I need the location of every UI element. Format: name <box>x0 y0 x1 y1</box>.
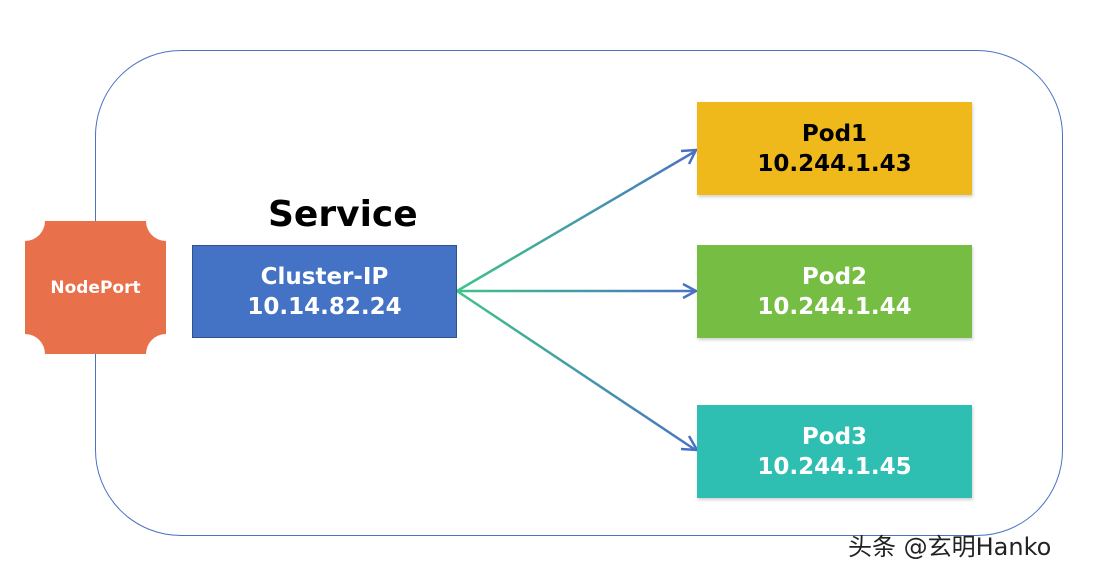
nodeport-shape <box>25 221 166 354</box>
pod2-name: Pod2 <box>801 263 868 290</box>
nodeport-label: NodePort <box>50 277 141 298</box>
pod1-ip: 10.244.1.43 <box>757 150 912 177</box>
service-type-label: Cluster-IP <box>260 263 389 290</box>
pod2-ip: 10.244.1.44 <box>757 293 912 320</box>
pod3-box: Pod3 10.244.1.45 <box>697 405 972 498</box>
service-cluster-ip-box: Cluster-IP 10.14.82.24 <box>192 245 457 338</box>
arrow-to-pod1 <box>456 150 695 293</box>
watermark: 头条 @玄明Hanko <box>848 533 1052 561</box>
pod1-box: Pod1 10.244.1.43 <box>697 102 972 195</box>
arrowhead-pod1 <box>680 148 699 165</box>
pod3-ip: 10.244.1.45 <box>757 453 912 480</box>
service-ip-label: 10.14.82.24 <box>247 293 402 320</box>
pod1-name: Pod1 <box>801 120 868 147</box>
arrow-to-pod3 <box>456 289 695 451</box>
pod2-box: Pod2 10.244.1.44 <box>697 245 972 338</box>
pod3-name: Pod3 <box>801 423 868 450</box>
service-title: Service <box>268 194 418 235</box>
arrowhead-pod2 <box>682 282 699 300</box>
